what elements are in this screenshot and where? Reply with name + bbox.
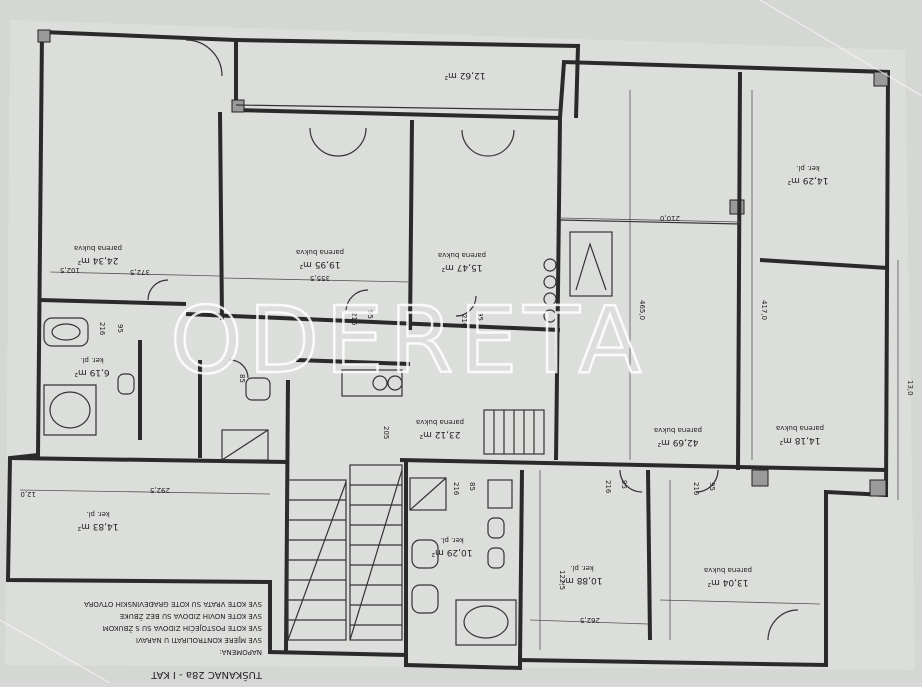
room-area: 10,88 m² xyxy=(561,575,602,585)
door-height: 216 xyxy=(350,312,358,326)
door-width: 95 xyxy=(366,310,374,319)
fixtures xyxy=(43,231,613,646)
room-area: 19,95 m² xyxy=(299,259,340,269)
room-area: 42,69 m² xyxy=(657,437,698,447)
room-area: 24,34 m² xyxy=(77,255,118,265)
dimension-value: 122,5 xyxy=(558,570,566,590)
room-floor: parena bukva xyxy=(776,424,824,432)
dimension-value: 262,5 xyxy=(580,616,600,624)
sheet-title-text: TUŠKANAC 28a - I KAT xyxy=(150,669,263,682)
notes-line: SVE KOTE POSTOJEĆIH ZIDOVA SU S ŽBUKOM xyxy=(103,624,262,633)
dimension-value: 465,0 xyxy=(638,300,646,320)
column-hatch xyxy=(869,479,887,497)
room-area: 23,12 m² xyxy=(419,429,460,439)
bathtub xyxy=(43,384,97,436)
washbasin xyxy=(487,479,513,509)
dimension-value: 355,5 xyxy=(310,274,330,282)
door-width: 95 xyxy=(708,482,716,491)
room-area: 14,18 m² xyxy=(779,435,820,445)
column-hatch xyxy=(729,199,745,215)
dimension-value: 372,5 xyxy=(130,268,150,276)
column-hatch xyxy=(37,29,51,43)
interior-walls xyxy=(9,71,889,661)
room-floor: parena bukva xyxy=(74,244,122,252)
door-width: 95 xyxy=(116,324,124,333)
door-width: 85 xyxy=(238,374,246,383)
dimension-value: 13,0 xyxy=(906,380,914,396)
washbasin xyxy=(43,317,89,347)
dimension-value: 292,5 xyxy=(150,486,170,494)
paper-sheet xyxy=(5,20,915,670)
door-height: 216 xyxy=(692,482,700,496)
toilet xyxy=(487,517,505,539)
door-height: 216 xyxy=(452,482,460,496)
door-height: 216 xyxy=(98,322,106,336)
shower xyxy=(221,429,269,461)
sheet-title: TUŠKANAC 28a - I KAT xyxy=(150,669,263,682)
room-area: 15,47 m² xyxy=(441,262,482,272)
door-width: 85 xyxy=(468,482,476,491)
fireplace xyxy=(569,231,613,297)
room-floor: ker. pl. xyxy=(86,510,109,518)
washbasin xyxy=(245,377,271,401)
column-hatch xyxy=(231,99,245,113)
dimension-value: 12,0 xyxy=(20,490,36,498)
bidet xyxy=(487,547,505,569)
room-area: 6,19 m² xyxy=(74,367,110,377)
door-height: 216 xyxy=(460,314,468,328)
door-swings xyxy=(147,39,799,641)
washbasin xyxy=(411,539,439,569)
room-floor: ker. pl. xyxy=(440,536,463,544)
dimension-value: 210,0 xyxy=(660,214,680,222)
washbasin xyxy=(411,584,439,614)
door-width: 95 xyxy=(620,480,628,489)
room-floor: parena bukva xyxy=(704,566,752,574)
room-floor: ker. pl. xyxy=(570,564,593,572)
notes-line: SVE MJERE KONTROLIRATI U NARAVI xyxy=(136,636,262,644)
stove-burner xyxy=(543,258,557,272)
room-area: 14,29 m² xyxy=(787,175,828,185)
room-area: 12,62 m² xyxy=(444,70,485,80)
room-floor: ker. pl. xyxy=(796,164,819,172)
room-labels: 12,62 m² 24,34 m² parena bukva 19,95 m² … xyxy=(74,70,829,587)
room-area: 14,83 m² xyxy=(77,521,118,531)
room-area: 13,04 m² xyxy=(707,577,748,587)
notes-line: SVE KOTE VRATA SU KOTE GRAĐEVINSKIH OTVO… xyxy=(84,600,262,608)
room-floor: parena bukva xyxy=(296,248,344,256)
room-floor: parena bukva xyxy=(438,251,486,259)
notes-block: NAPOMENA: SVE MJERE KONTROLIRATI U NARAV… xyxy=(84,600,262,656)
dimension-value: 102,5 xyxy=(60,266,80,274)
door-width: 95 xyxy=(476,312,484,321)
dimension-value: 417,0 xyxy=(760,300,768,320)
dimension-lines xyxy=(19,90,899,650)
stairs xyxy=(287,409,545,641)
dimension-values: 372,5 355,5 465,0 417,0 292,5 210,0 122,… xyxy=(20,214,914,624)
toilet xyxy=(117,373,135,395)
room-floor: parena bukva xyxy=(654,426,702,434)
notes-heading: NAPOMENA: xyxy=(220,648,262,656)
room-floor: ker. pl. xyxy=(80,356,103,364)
bathtub xyxy=(455,599,517,646)
watermark-logo: ODERETA xyxy=(170,287,647,394)
column-hatch xyxy=(751,469,769,487)
shower xyxy=(409,477,447,511)
notes-line: SVE KOTE NOVIH ZIDOVA SU BEZ ŽBUKE xyxy=(120,612,262,621)
room-area: 10,29 m² xyxy=(431,547,472,557)
door-height: 216 xyxy=(604,480,612,494)
door-height: 205 xyxy=(382,426,390,439)
door-dimension-labels: 95 216 95 216 95 216 95 216 95 216 85 21… xyxy=(98,310,716,496)
room-floor: parena bukva xyxy=(416,418,464,426)
